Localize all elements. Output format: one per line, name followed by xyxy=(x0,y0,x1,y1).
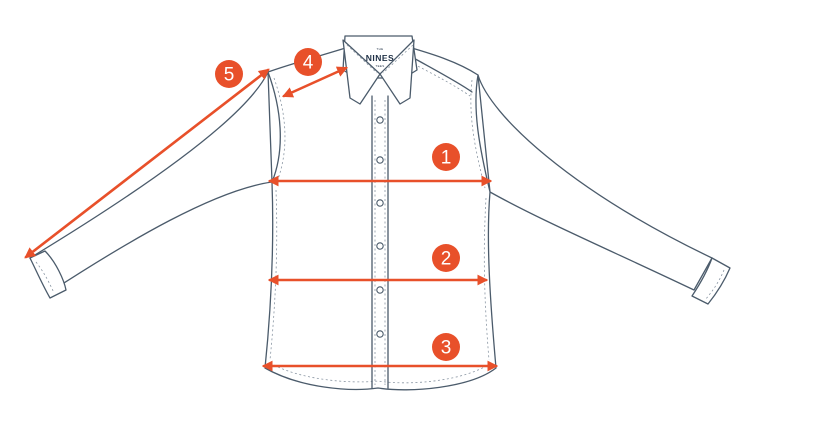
right-cuff xyxy=(691,257,731,305)
brand-logo-top: THE xyxy=(377,47,384,51)
badge-2: 2 xyxy=(432,244,460,272)
measurement-badges: 1 2 3 4 5 xyxy=(215,48,460,361)
left-sleeve xyxy=(29,71,273,293)
badge-4-label: 4 xyxy=(303,53,314,74)
badge-4: 4 xyxy=(294,48,322,76)
shirt-body xyxy=(264,45,497,391)
brand-logo-name: NINES xyxy=(366,53,394,63)
button-placket xyxy=(371,95,389,389)
badge-5: 5 xyxy=(215,60,243,88)
badge-3: 3 xyxy=(432,333,460,361)
badge-2-label: 2 xyxy=(441,249,452,270)
brand-label: THE NINES TEES xyxy=(366,47,394,68)
badge-1: 1 xyxy=(432,143,460,171)
brand-logo-sub: TEES xyxy=(375,64,384,68)
arrow-5-sleeve xyxy=(24,68,270,259)
badge-5-label: 5 xyxy=(224,65,235,86)
badge-1-label: 1 xyxy=(441,148,452,169)
badge-3-label: 3 xyxy=(441,338,452,359)
left-cuff xyxy=(29,250,67,299)
shirt-illustration: THE NINES TEES xyxy=(29,35,731,391)
measurement-arrows xyxy=(24,66,499,372)
shirt-buttons xyxy=(376,116,384,338)
arrow-4-shoulder xyxy=(282,66,348,98)
right-sleeve xyxy=(477,74,713,291)
